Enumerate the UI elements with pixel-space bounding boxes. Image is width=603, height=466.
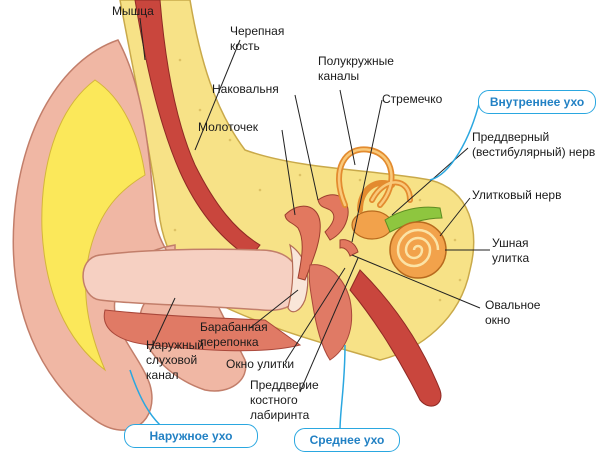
ear-canal — [83, 249, 300, 310]
label-stapes: Стремечко — [382, 92, 442, 107]
label-semicircular-canals: Полукружные каналы — [318, 54, 408, 84]
label-bony-labyrinth-vestibule: Преддверие костного лабиринта — [250, 378, 354, 423]
label-ear-canal: Наружный слуховой канал — [146, 338, 226, 383]
label-cochlea: Ушная улитка — [492, 236, 552, 266]
label-oval-window: Овальное окно — [485, 298, 557, 328]
label-muscle: Мышца — [112, 4, 154, 19]
label-skull-bone: Черепная кость — [230, 24, 302, 54]
label-incus: Наковальня — [212, 82, 279, 97]
section-outer-ear: Наружное ухо — [124, 424, 258, 448]
label-malleus: Молоточек — [198, 120, 258, 135]
label-vestibular-nerve: Преддверный (вестибулярный) нерв — [472, 130, 597, 160]
section-inner-ear: Внутреннее ухо — [478, 90, 596, 114]
section-middle-ear: Среднее ухо — [294, 428, 400, 452]
label-round-window: Окно улитки — [226, 357, 294, 372]
label-cochlear-nerve: Улитковый нерв — [472, 188, 562, 203]
